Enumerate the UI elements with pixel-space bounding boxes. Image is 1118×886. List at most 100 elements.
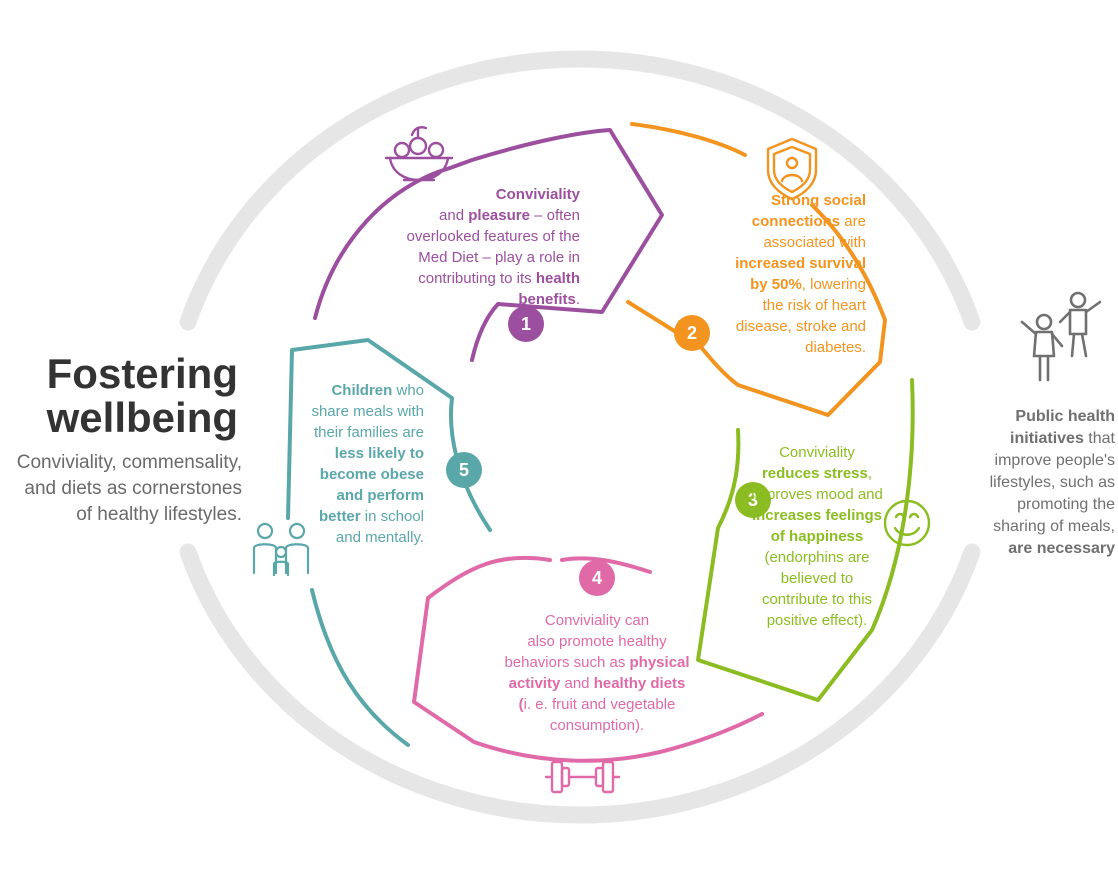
bold-text: physical — [629, 654, 690, 671]
segment-1-outline — [313, 128, 664, 362]
page-title: Fostering wellbeing — [47, 352, 238, 440]
text: improves mood and — [751, 486, 883, 503]
text: that — [1083, 430, 1115, 447]
text-line: lifestyles, such as — [990, 472, 1115, 494]
step-1-number: 1 — [520, 314, 531, 334]
bold-text: connections — [751, 213, 841, 230]
segment-5-outline — [286, 338, 492, 747]
text-line: are necessary — [990, 538, 1115, 560]
text-line: disease, stroke and — [735, 316, 866, 337]
bold-text: reduces stress — [761, 465, 868, 482]
text-line: believed to — [724, 568, 910, 589]
text-line: reduces stress, — [724, 463, 910, 484]
bold-text: of happiness — [770, 528, 864, 545]
text: improve people's — [994, 452, 1115, 469]
text-line: sharing of meals, — [990, 516, 1115, 538]
text-line: become obese — [311, 464, 424, 485]
bold-text: ( — [518, 696, 524, 713]
text: and — [439, 207, 469, 224]
text-line: their families are — [311, 422, 424, 443]
bold-text: increased survival — [735, 255, 866, 272]
text: sharing of meals, — [993, 518, 1115, 535]
subtitle-line-2: and diets as cornerstones — [24, 478, 242, 499]
text: are — [840, 213, 866, 230]
text-line: and pleasure – often — [407, 205, 580, 226]
text-line: improve people's — [990, 450, 1115, 472]
text-line: (i. e. fruit and vegetable — [462, 694, 732, 715]
text-line: increases feelings — [724, 505, 910, 526]
title-line-1: Fostering — [46, 350, 238, 397]
text: associated with — [763, 234, 866, 251]
step-1-badge-circle — [508, 306, 544, 342]
text: behaviors such as — [504, 654, 630, 671]
text-line: Strong social — [735, 190, 866, 211]
text-line: (endorphins are — [724, 547, 910, 568]
text: consumption). — [549, 717, 645, 734]
subtitle-line-1: Conviviality, commensality, — [16, 452, 242, 473]
text: . — [575, 291, 580, 308]
step-5-badge-circle — [446, 452, 482, 488]
text-line: improves mood and — [724, 484, 910, 505]
text-line: initiatives that — [990, 428, 1115, 450]
bold-text: Public health — [1015, 408, 1115, 425]
text: overlooked features of the — [406, 228, 580, 245]
text-line: diabetes. — [735, 337, 866, 358]
text: believed to — [780, 570, 854, 587]
bold-text: and perform — [336, 487, 424, 504]
step-3-badge-circle — [735, 482, 771, 518]
text: in school — [360, 508, 424, 525]
bold-text: pleasure — [468, 207, 530, 224]
bold-text: health — [535, 270, 580, 287]
text-line: associated with — [735, 232, 866, 253]
text: lifestyles, such as — [989, 474, 1115, 491]
text-line: Public health — [990, 406, 1115, 428]
text-line: Children who — [311, 380, 424, 401]
bold-text: increases feelings — [751, 507, 883, 524]
bold-text: Strong social — [770, 192, 866, 209]
text-line: behaviors such as physical — [462, 652, 732, 673]
subtitle-line-3: of healthy lifestyles. — [76, 504, 242, 525]
segment-3-outline — [696, 378, 915, 702]
text-line: also promote healthy — [462, 631, 732, 652]
text-line: Conviviality can — [462, 610, 732, 631]
text-line: the risk of heart — [735, 295, 866, 316]
step-2-badge-circle — [674, 315, 710, 351]
text: , lowering — [801, 276, 866, 293]
text: and mentally. — [335, 529, 424, 546]
text: diabetes. — [805, 339, 866, 356]
text: and — [560, 675, 594, 692]
jumping-people-icon — [1020, 291, 1102, 382]
salad-bowl-icon — [384, 126, 454, 182]
step-3-number: 3 — [747, 490, 758, 510]
text-line: promoting the — [990, 494, 1115, 516]
text-line: connections are — [735, 211, 866, 232]
text-line: increased survival — [735, 253, 866, 274]
bold-text: activity — [508, 675, 561, 692]
step-4-number: 4 — [591, 568, 602, 588]
dumbbell-icon — [544, 760, 621, 794]
step-4-badge-circle — [579, 560, 615, 596]
title-line-2: wellbeing — [46, 394, 238, 441]
text-line: benefits. — [407, 289, 580, 310]
family-icon — [252, 522, 310, 577]
text: Med Diet – play a role in — [418, 249, 580, 266]
bold-text: better — [318, 508, 361, 525]
text: Conviviality can — [544, 612, 650, 629]
text-line: contributing to its health — [407, 268, 580, 289]
text-line: by 50%, lowering — [735, 274, 866, 295]
text-line: activity and healthy diets — [462, 673, 732, 694]
segment-4-outline — [412, 555, 764, 763]
outer-ring-bottom-arc — [179, 543, 981, 824]
text-line: and mentally. — [311, 527, 424, 548]
text-line: overlooked features of the — [407, 226, 580, 247]
smiley-face-icon — [883, 499, 931, 547]
step-5-number: 5 — [458, 460, 469, 480]
text: – often — [529, 207, 580, 224]
text: positive effect). — [766, 612, 868, 629]
text-line: Med Diet – play a role in — [407, 247, 580, 268]
public-health-text: Public health initiatives that improve peo… — [990, 406, 1115, 560]
text: i. e. fruit and vegetable — [523, 696, 676, 713]
